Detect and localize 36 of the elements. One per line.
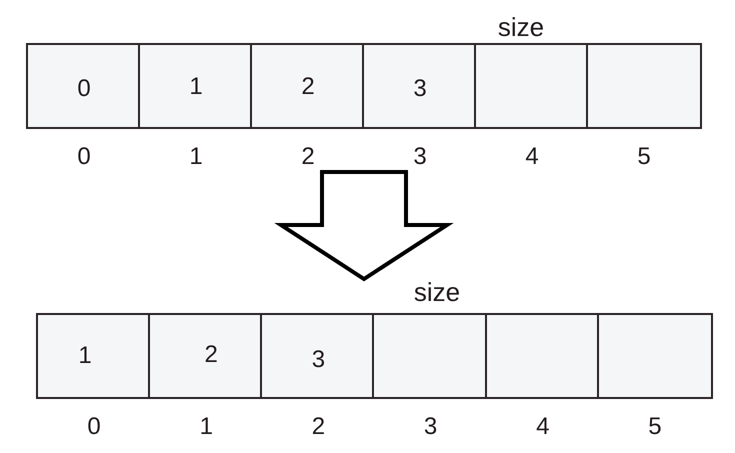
array-cell — [28, 45, 140, 127]
array-cell — [38, 315, 150, 397]
array-cell — [598, 315, 713, 397]
array-cell — [588, 45, 702, 127]
index-label: 1 — [189, 145, 203, 169]
cell-value: 1 — [189, 75, 203, 99]
index-label: 3 — [413, 145, 427, 169]
array-cell — [140, 45, 252, 127]
index-label: 2 — [301, 145, 315, 169]
array-cell — [364, 45, 476, 127]
cell-value: 2 — [301, 75, 315, 99]
cell-value: 1 — [78, 344, 92, 368]
array-cell — [486, 315, 599, 397]
array-cell — [262, 315, 374, 397]
index-label: 5 — [648, 415, 662, 439]
array-box — [26, 43, 702, 129]
cell-value: 2 — [204, 343, 218, 367]
array-cell — [150, 315, 262, 397]
size-label: size — [498, 14, 544, 40]
index-label: 4 — [536, 415, 550, 439]
array-cell — [374, 315, 487, 397]
array-cell — [476, 45, 588, 127]
block-arrow — [274, 170, 454, 282]
size-label: size — [414, 279, 460, 305]
index-label: 0 — [77, 145, 91, 169]
cell-value: 3 — [413, 77, 427, 101]
index-label: 0 — [87, 415, 101, 439]
array-box — [36, 313, 713, 399]
array-cell — [252, 45, 364, 127]
index-label: 2 — [312, 415, 326, 439]
index-label: 1 — [200, 415, 213, 439]
index-label: 3 — [424, 415, 438, 439]
index-label: 5 — [637, 145, 651, 169]
cell-value: 3 — [312, 348, 326, 372]
cell-value: 0 — [77, 77, 91, 101]
index-label: 4 — [525, 145, 539, 169]
